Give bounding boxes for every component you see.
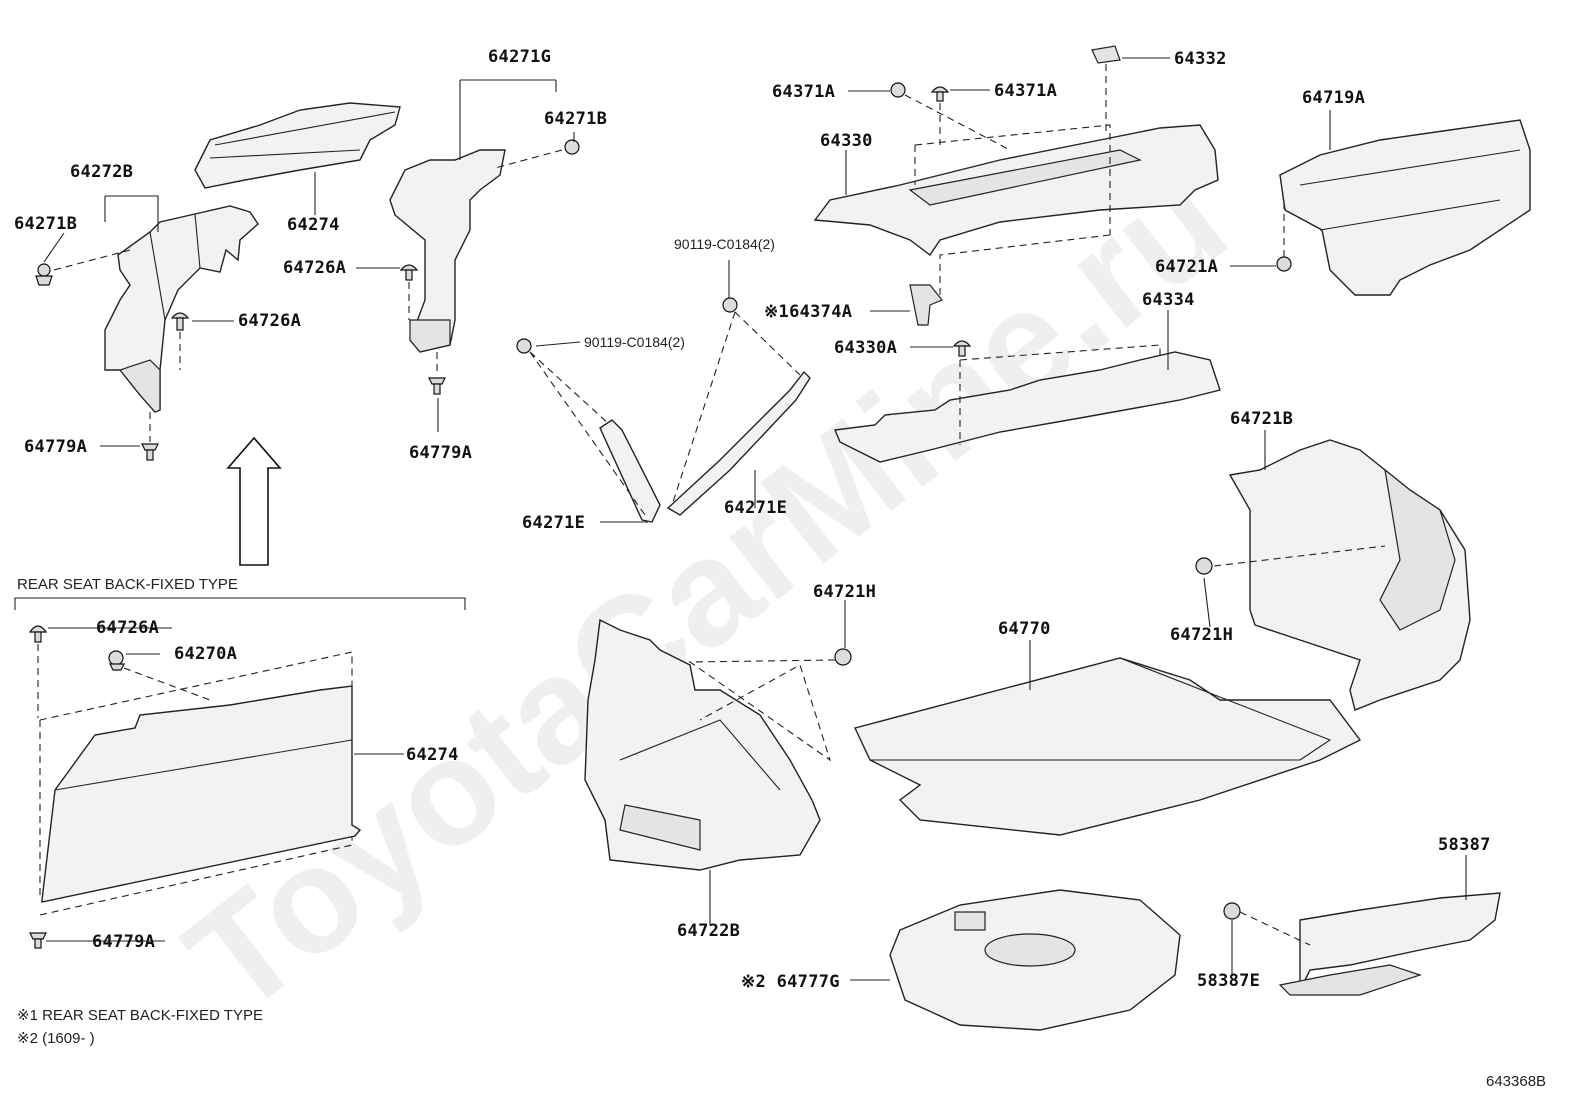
callout-64371a-left[interactable]: 64371A — [772, 82, 835, 102]
clip-64271b-left-icon[interactable] — [35, 263, 53, 286]
footnote-2: ※2 (1609- ) — [17, 1030, 95, 1047]
clip-64371a-left-icon[interactable] — [890, 82, 906, 98]
callout-64274-box[interactable]: 64274 — [406, 745, 459, 765]
callout-64721h-mid[interactable]: 64721H — [813, 582, 876, 602]
dash-lines — [688, 659, 836, 762]
clip-90119-mid-icon[interactable] — [516, 338, 532, 354]
callout-58387e[interactable]: 58387E — [1197, 971, 1260, 991]
callout-64334[interactable]: 64334 — [1142, 290, 1195, 310]
part-64374a-bracket[interactable] — [909, 284, 943, 326]
callout-58387[interactable]: 58387 — [1438, 835, 1491, 855]
dash-line — [1213, 545, 1386, 567]
callout-64270a[interactable]: 64270A — [174, 644, 237, 664]
leader-lines — [43, 57, 1467, 981]
part-64719a-rear-trim[interactable] — [1279, 119, 1531, 296]
footnote-1: ※1 REAR SEAT BACK-FIXED TYPE — [17, 1007, 263, 1024]
dash-lines — [904, 94, 1011, 151]
dash-box — [914, 124, 1111, 300]
part-64274-top-shelf[interactable] — [194, 102, 401, 189]
callout-64770[interactable]: 64770 — [998, 619, 1051, 639]
callout-64272b[interactable]: 64272B — [70, 162, 133, 182]
clip-64779a-mid-icon[interactable] — [428, 377, 446, 395]
clip-64330a-icon[interactable] — [952, 340, 972, 357]
callout-64721a[interactable]: 64721A — [1155, 257, 1218, 277]
callout-64721b[interactable]: 64721B — [1230, 409, 1293, 429]
callout-90119-top[interactable]: 90119-C0184(2) — [674, 236, 775, 252]
clip-90119-top-icon[interactable] — [722, 297, 738, 313]
part-64334-tray-mat[interactable] — [833, 351, 1221, 463]
dash-line — [1239, 911, 1311, 946]
callout-64779a-box[interactable]: 64779A — [92, 932, 155, 952]
callout-64779a-mid[interactable]: 64779A — [409, 443, 472, 463]
clip-64271b-top-icon[interactable] — [564, 139, 580, 155]
clip-64726a-mid-icon[interactable] — [399, 264, 419, 281]
callout-64374a[interactable]: ※164374A — [764, 302, 852, 322]
callout-64371a-right[interactable]: 64371A — [994, 81, 1057, 101]
callout-64271g[interactable]: 64271G — [488, 47, 551, 67]
callout-64726a-box[interactable]: 64726A — [96, 618, 159, 638]
part-64271e-right-strip[interactable] — [666, 370, 811, 516]
callout-64271b-left[interactable]: 64271B — [14, 214, 77, 234]
callout-64274-top[interactable]: 64274 — [287, 215, 340, 235]
part-64722b-left-side-trim[interactable] — [584, 618, 821, 871]
callout-64721h-right[interactable]: 64721H — [1170, 625, 1233, 645]
clip-64371a-right-icon[interactable] — [930, 86, 950, 102]
clip-58387e-icon[interactable] — [1223, 902, 1241, 920]
clip-64726a-left-icon[interactable] — [170, 312, 190, 331]
callout-64271e-left[interactable]: 64271E — [522, 513, 585, 533]
callout-64332[interactable]: 64332 — [1174, 49, 1227, 69]
part-64330-package-tray[interactable] — [813, 124, 1219, 257]
clip-64726a-box-icon[interactable] — [28, 625, 48, 643]
dash-line — [53, 249, 131, 271]
clip-64721h-mid-icon[interactable] — [834, 648, 852, 666]
part-64332-clip[interactable] — [1091, 45, 1121, 64]
callout-64330a[interactable]: 64330A — [834, 338, 897, 358]
part-64721b-right-side-trim[interactable] — [1228, 439, 1471, 711]
clip-64779a-box-icon[interactable] — [29, 932, 47, 949]
dash-line — [123, 667, 211, 701]
part-64770-deck-board[interactable] — [854, 657, 1362, 836]
callout-64722b[interactable]: 64722B — [677, 921, 740, 941]
part-64777g-spare-cover[interactable] — [889, 889, 1181, 1031]
callout-64330[interactable]: 64330 — [820, 131, 873, 151]
callout-64726a-left[interactable]: 64726A — [238, 311, 301, 331]
part-58387-scuff-plate[interactable] — [1278, 892, 1501, 996]
dash-lines — [529, 311, 801, 516]
part-64274-seatback-panel[interactable] — [41, 685, 362, 903]
callout-64726a-mid[interactable]: 64726A — [283, 258, 346, 278]
callout-64777g[interactable]: ※2 64777G — [741, 972, 840, 992]
up-arrow-icon — [226, 436, 282, 566]
clip-64270a-icon[interactable] — [108, 650, 125, 671]
callout-64779a-left[interactable]: 64779A — [24, 437, 87, 457]
dash-box — [959, 344, 1161, 445]
clip-64721h-right-icon[interactable] — [1195, 557, 1213, 575]
dash-box — [39, 651, 353, 916]
callout-64271e-right[interactable]: 64271E — [724, 498, 787, 518]
diagram-code: 643368B — [1486, 1073, 1546, 1090]
part-64272b-side-trim[interactable] — [104, 205, 259, 413]
section-bracket — [14, 597, 466, 610]
section-label: REAR SEAT BACK-FIXED TYPE — [17, 576, 238, 593]
callout-64271b-top[interactable]: 64271B — [544, 109, 607, 129]
part-64271e-left-strip[interactable] — [599, 419, 661, 523]
clip-64779a-left-icon[interactable] — [141, 443, 159, 461]
callout-64719a[interactable]: 64719A — [1302, 88, 1365, 108]
clip-64721a-icon[interactable] — [1276, 256, 1292, 272]
part-64271g-pillar-trim[interactable] — [389, 149, 506, 353]
callout-90119-mid[interactable]: 90119-C0184(2) — [584, 334, 685, 350]
